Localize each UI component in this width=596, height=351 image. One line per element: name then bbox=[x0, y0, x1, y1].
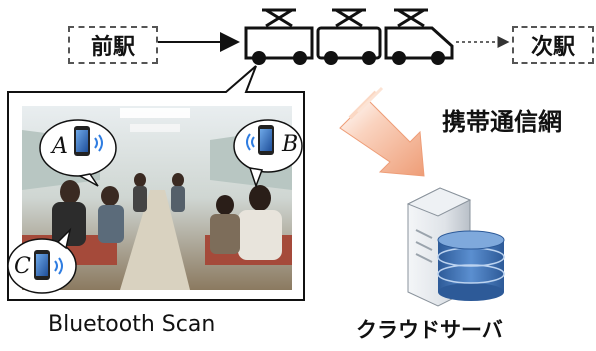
phone-label-a: A bbox=[52, 134, 68, 159]
train-icon bbox=[244, 8, 454, 65]
previous-station-box: 前駅 bbox=[68, 26, 158, 64]
cloud-server-label: クラウドサーバ bbox=[356, 318, 503, 342]
phone-bubble-c bbox=[7, 227, 77, 294]
next-station-box: 次駅 bbox=[512, 26, 594, 64]
phone-label-b: B bbox=[282, 132, 299, 157]
network-arrow bbox=[339, 86, 425, 177]
previous-station-label: 前駅 bbox=[90, 35, 135, 60]
phone-bubble-b bbox=[233, 119, 303, 189]
bluetooth-scan-label: Bluetooth Scan bbox=[48, 312, 216, 337]
next-station-label: 次駅 bbox=[530, 35, 575, 60]
network-label: 携帯通信網 bbox=[442, 108, 562, 136]
phone-bubble-a bbox=[39, 119, 117, 187]
phone-label-c: C bbox=[14, 254, 31, 279]
database-icon bbox=[437, 230, 505, 301]
